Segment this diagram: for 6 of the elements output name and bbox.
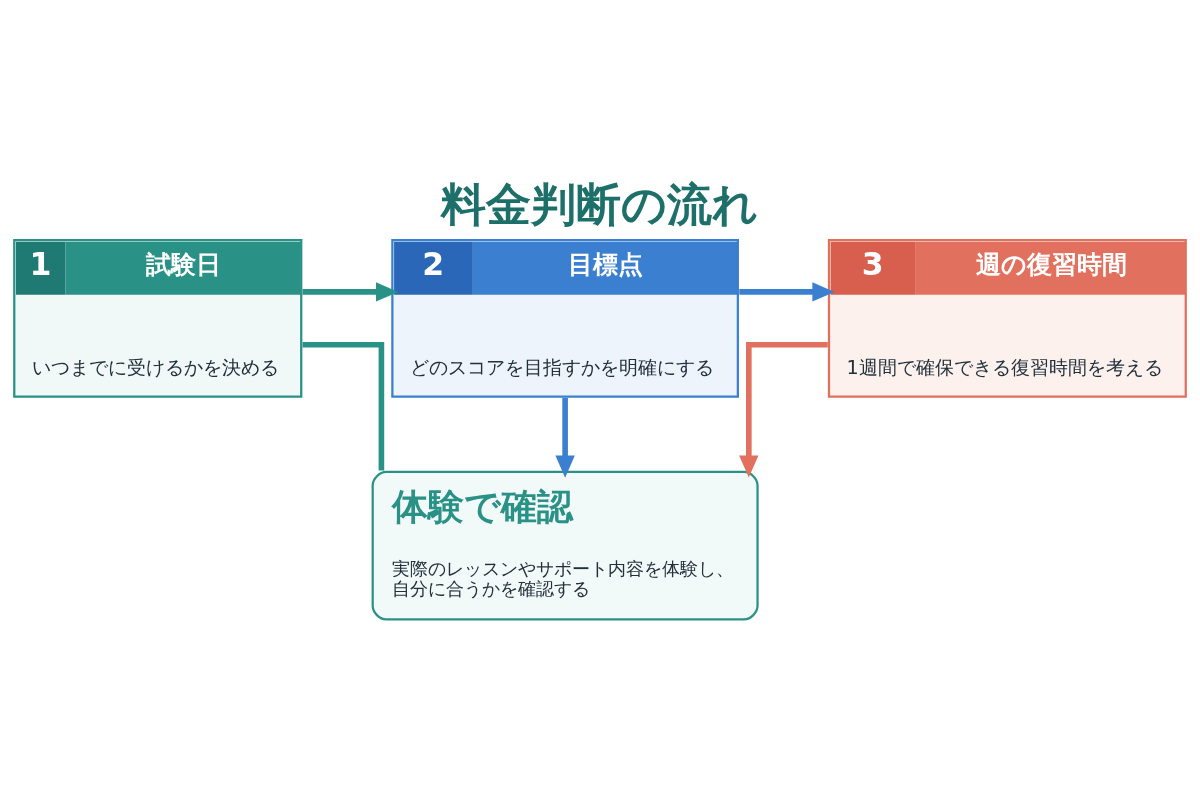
connector [302, 341, 385, 471]
arrow [739, 281, 835, 302]
arrow [555, 397, 575, 478]
arrow [302, 281, 399, 302]
diagram-title: 料金判断の流れ [441, 177, 759, 231]
arrow [739, 341, 828, 478]
